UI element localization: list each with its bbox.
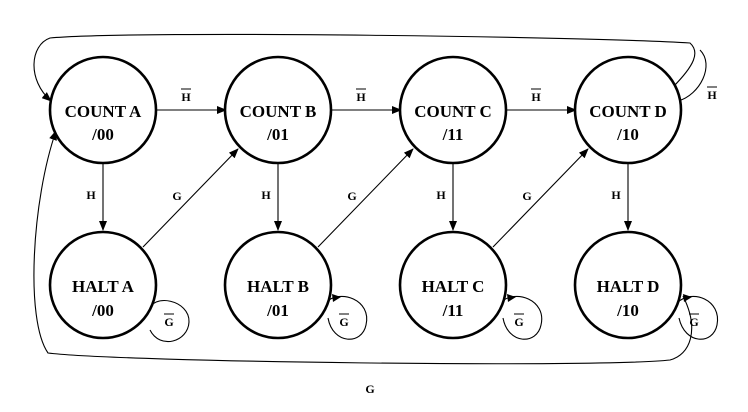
svg-text:H: H [181, 90, 191, 104]
label-g-bar-a: G [164, 313, 174, 329]
label-h-bar-d-loop: H [707, 86, 717, 102]
label-h-bar-ab: H [181, 88, 191, 104]
label-h-a: H [86, 188, 96, 202]
state-count-a-output: /00 [91, 125, 114, 144]
state-halt-a-output: /00 [91, 301, 114, 320]
svg-text:G: G [164, 315, 173, 329]
state-halt-c-output: /11 [442, 301, 464, 320]
state-count-d-output: /10 [616, 125, 639, 144]
label-g-cd: G [522, 189, 531, 203]
state-count-c: COUNT C /11 [398, 55, 508, 165]
state-halt-b-name: HALT B [247, 277, 309, 296]
label-g-bar-c: G [514, 313, 524, 329]
state-count-b-output: /01 [266, 125, 289, 144]
svg-text:H: H [707, 88, 717, 102]
state-count-d: COUNT D /10 [573, 55, 683, 165]
state-halt-a-name: HALT A [72, 277, 135, 296]
edge-halt-c-self-loop [499, 295, 543, 340]
label-h-b: H [261, 188, 271, 202]
state-count-b: COUNT B /01 [223, 55, 333, 165]
state-halt-d-output: /10 [616, 301, 639, 320]
label-h-c: H [436, 188, 446, 202]
state-count-a: COUNT A /00 [48, 55, 158, 165]
state-count-d-name: COUNT D [589, 102, 667, 121]
label-h-d: H [611, 188, 621, 202]
state-count-c-name: COUNT C [414, 102, 492, 121]
svg-text:H: H [531, 90, 541, 104]
svg-text:H: H [356, 90, 366, 104]
svg-text:G: G [689, 315, 698, 329]
state-halt-b: HALT B /01 [223, 230, 333, 340]
state-halt-c-name: HALT C [422, 277, 485, 296]
label-g-bottom: G [365, 382, 374, 396]
state-halt-b-output: /01 [266, 301, 289, 320]
label-g-ab: G [172, 189, 181, 203]
edge-halt-b-to-count-c [317, 148, 414, 248]
edge-halt-a-to-count-b [142, 148, 239, 248]
arrowhead-halt-c-loop [507, 294, 516, 302]
label-g-bar-b: G [339, 313, 349, 329]
state-count-c-output: /11 [442, 125, 464, 144]
label-g-bc: G [347, 189, 356, 203]
state-halt-d: HALT D /10 [573, 230, 683, 340]
edge-halt-d-self-loop [676, 295, 718, 340]
state-count-a-name: COUNT A [65, 102, 142, 121]
arrowhead-halt-b-loop [332, 294, 341, 302]
state-count-b-name: COUNT B [240, 102, 317, 121]
arrowhead-halt-d-loop [683, 294, 692, 302]
edge-halt-a-self-loop [147, 299, 190, 343]
edge-halt-d-to-count-a [33, 130, 693, 365]
label-h-bar-cd: H [531, 88, 541, 104]
label-h-bar-bc: H [356, 88, 366, 104]
label-g-bar-d: G [689, 313, 699, 329]
edge-count-d-to-count-a [33, 33, 696, 102]
svg-text:G: G [514, 315, 523, 329]
edge-halt-b-self-loop [324, 295, 368, 340]
state-halt-c: HALT C /11 [398, 230, 508, 340]
state-halt-d-name: HALT D [597, 277, 660, 296]
state-halt-a: HALT A /00 [48, 230, 158, 340]
edge-count-d-self-loop [677, 49, 707, 102]
svg-text:G: G [339, 315, 348, 329]
edge-halt-c-to-count-d [492, 148, 589, 248]
